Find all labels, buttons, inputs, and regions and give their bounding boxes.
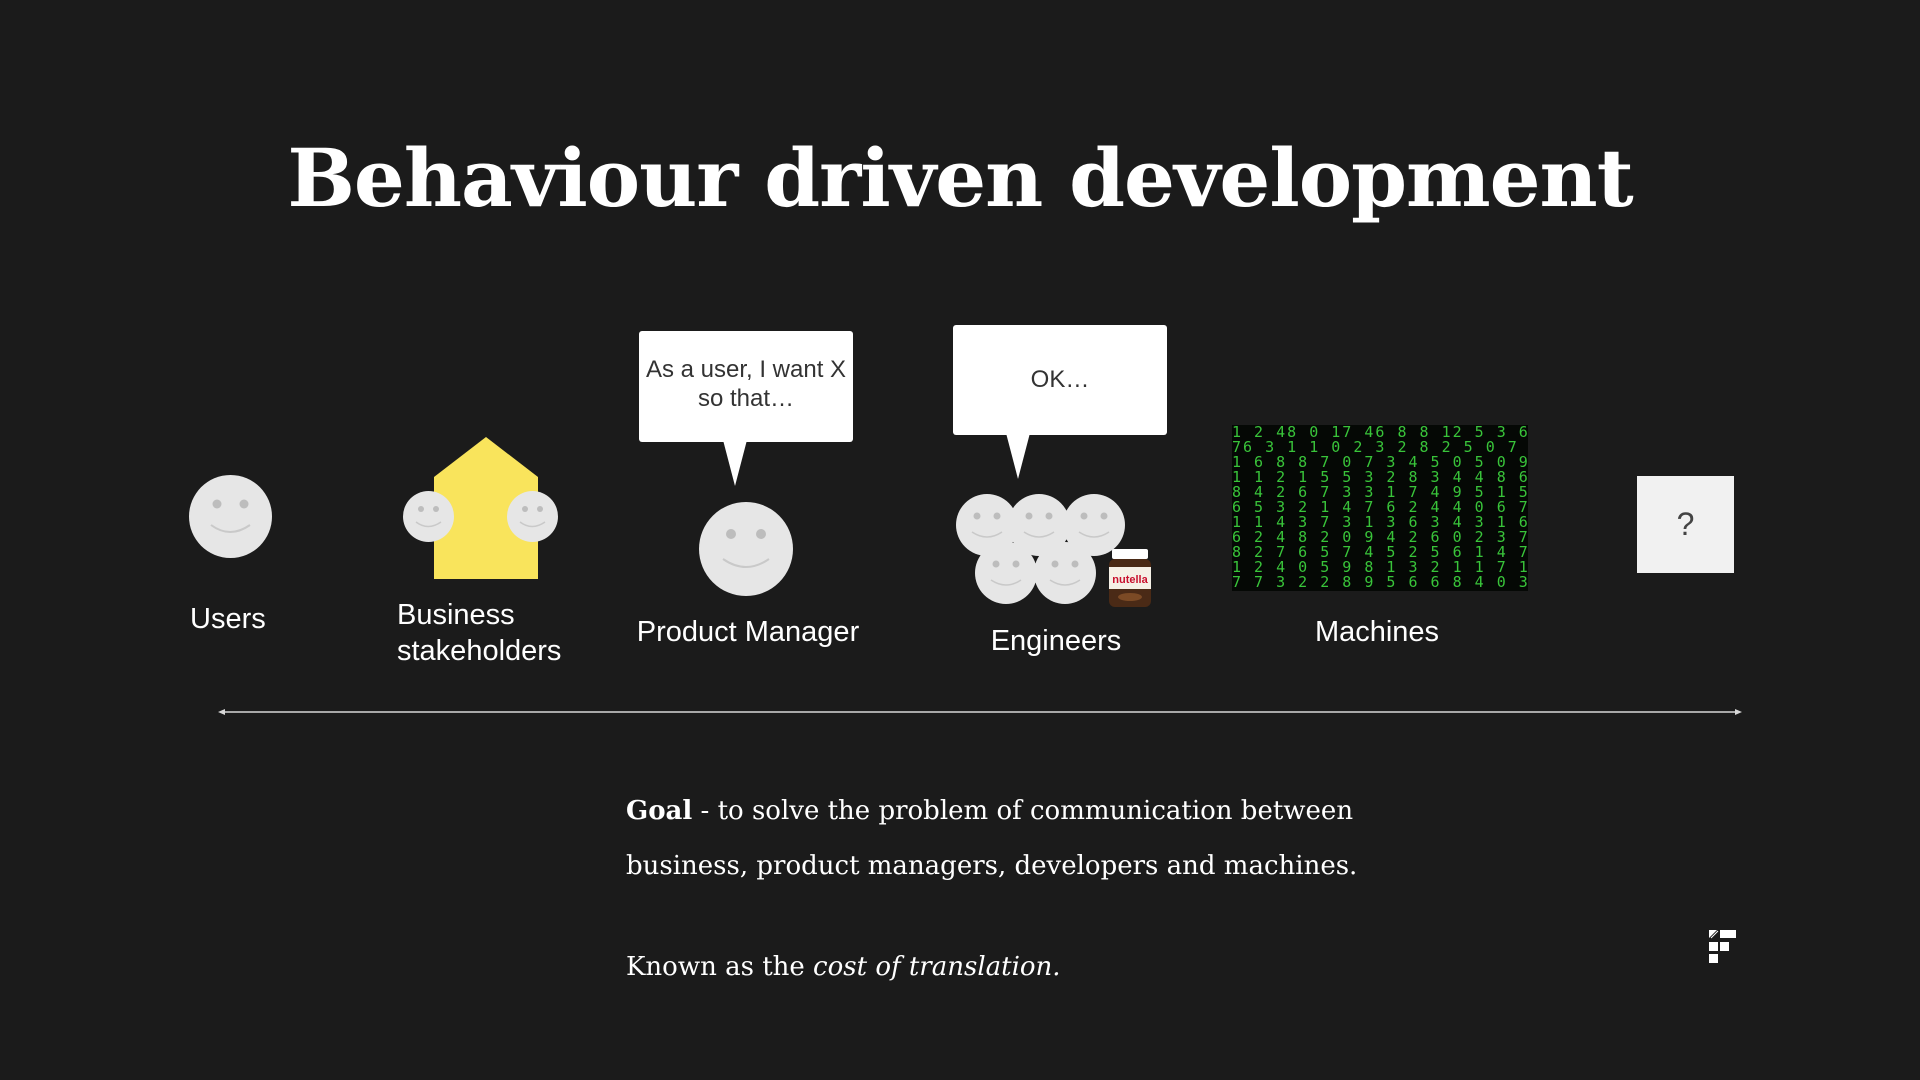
known-prefix: Known as the (626, 952, 814, 982)
business-label: Business stakeholders (397, 597, 561, 669)
pm-speech-tail (723, 440, 747, 486)
pm-smiley-icon (699, 502, 793, 596)
pm-speech-bubble: As a user, I want X so that… (639, 331, 853, 442)
engineer-smiley-icon (1034, 542, 1096, 604)
stakeholder-smiley-icon (403, 491, 454, 542)
business-label-line1: Business (397, 599, 515, 631)
brand-logo-icon (1709, 930, 1737, 964)
user-smiley-icon (189, 475, 272, 558)
pm-speech-line1: As a user, I want X (645, 356, 847, 383)
pm-speech-line2: so that… (697, 385, 795, 412)
goal-line1-rest: - to solve the problem of communication … (692, 796, 1354, 826)
nutella-jar-label: nutella (1112, 574, 1148, 586)
machines-label: Machines (1314, 616, 1440, 648)
stakeholder-smiley-icon (507, 491, 558, 542)
known-italic: cost of translation. (813, 952, 1061, 982)
engineers-speech-text: OK… (1030, 366, 1090, 393)
business-house-icon (434, 437, 538, 579)
goal-bold-label: Goal (626, 796, 693, 826)
engineer-smiley-icon (1063, 494, 1125, 556)
engineers-speech-tail (1006, 433, 1030, 479)
product-manager-label: Product Manager (636, 616, 860, 648)
goal-line2: business, product managers, developers a… (626, 851, 1358, 881)
goal-line1: Goal - to solve the problem of communica… (626, 796, 1353, 826)
double-arrow-line (218, 709, 1742, 715)
nutella-jar-icon: nutella (1109, 549, 1151, 607)
engineers-speech-bubble: OK… (953, 325, 1167, 435)
unknown-placeholder-box: ? (1637, 476, 1734, 573)
slide-title: Behaviour driven development (287, 131, 1633, 225)
users-label: Users (190, 603, 266, 635)
business-label-line2: stakeholders (397, 635, 562, 667)
engineer-smiley-icon (975, 542, 1037, 604)
known-as-line: Known as the cost of translation. (626, 952, 1061, 982)
engineers-label: Engineers (990, 625, 1122, 657)
matrix-code-image: 1 2 48 0 17 46 8 8 12 5 3 6 4 76 3 1 1 0… (1232, 425, 1528, 591)
